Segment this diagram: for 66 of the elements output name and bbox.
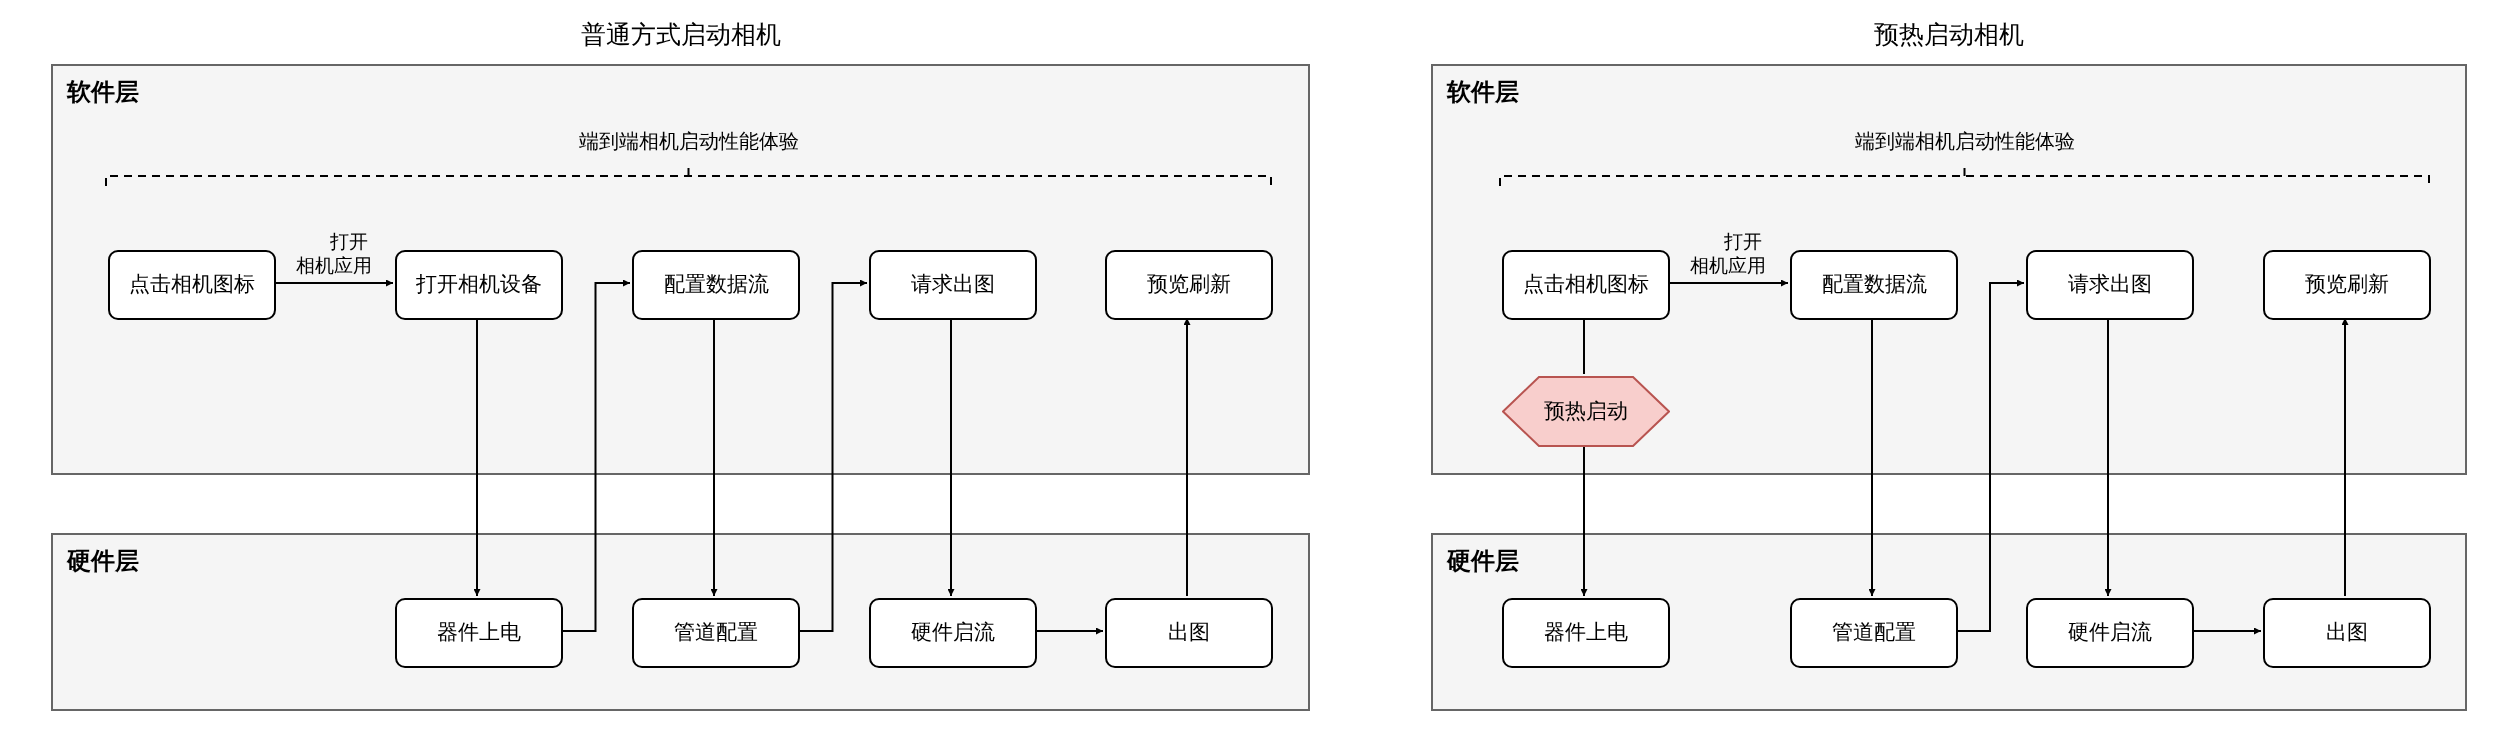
node-text: 预览刷新 (2305, 271, 2389, 299)
node-text: 出图 (1168, 619, 1210, 647)
process-box (2263, 598, 2431, 668)
arrow (473, 317, 481, 597)
node-text: 预览刷新 (1147, 271, 1231, 299)
panel-title: 普通方式启动相机 (581, 19, 781, 51)
process-box (395, 598, 563, 668)
process-box (632, 598, 800, 668)
panel-title: 预热启动相机 (1874, 19, 2024, 51)
hexagon-node (1502, 376, 1670, 447)
arrow (2104, 317, 2112, 597)
arrow (2341, 317, 2349, 597)
layer-heading: 软件层 (67, 77, 139, 108)
node-text: 预热启动 (1544, 397, 1628, 425)
node-text: 打开相机设备 (416, 271, 542, 299)
layer-heading: 软件层 (1447, 77, 1519, 108)
arrow (1667, 279, 1789, 287)
layer-panel (1431, 64, 2467, 475)
arrow (1183, 317, 1191, 597)
node-text: 配置数据流 (663, 271, 769, 299)
process-box (395, 250, 563, 320)
layer-panel (1431, 533, 2467, 711)
process-box (869, 250, 1037, 320)
node-text: 硬件启流 (911, 619, 995, 647)
node-text: 器件上电 (437, 619, 521, 647)
arrow (560, 279, 631, 632)
node-text: 硬件启流 (2068, 619, 2152, 647)
node-text: 请求出图 (2068, 271, 2152, 299)
layer-panel (51, 533, 1310, 711)
process-box (632, 250, 800, 320)
bracket-label: 端到端相机启动性能体验 (1855, 128, 2075, 155)
arrow (273, 279, 394, 287)
process-box (869, 598, 1037, 668)
node-text: 管道配置 (1832, 619, 1916, 647)
arrow (1868, 317, 1876, 597)
arrow (947, 317, 955, 597)
node-text: 点击相机图标 (129, 271, 255, 299)
process-box (2026, 250, 2194, 320)
node-text: 请求出图 (911, 271, 995, 299)
process-box (2263, 250, 2431, 320)
arrow (1955, 279, 2025, 632)
node-text: 出图 (2326, 619, 2368, 647)
connector-line (1583, 317, 1585, 375)
process-box (108, 250, 276, 320)
node-text: 配置数据流 (1821, 271, 1927, 299)
process-box (1502, 250, 1670, 320)
process-box (1790, 598, 1958, 668)
process-box (1105, 250, 1273, 320)
process-box (1790, 250, 1958, 320)
node-text: 点击相机图标 (1523, 271, 1649, 299)
process-box (2026, 598, 2194, 668)
layer-heading: 硬件层 (67, 546, 139, 577)
edge-label: 打开相机应用 (294, 229, 373, 277)
arrow (797, 279, 868, 632)
layer-panel (51, 64, 1310, 475)
arrow (1580, 444, 1588, 597)
edge-label: 打开相机应用 (1689, 229, 1767, 277)
layer-heading: 硬件层 (1447, 546, 1519, 577)
arrow (1034, 627, 1104, 635)
process-box (1105, 598, 1273, 668)
arrow (2191, 627, 2262, 635)
bracket-label: 端到端相机启动性能体验 (579, 128, 799, 155)
arrow (710, 317, 718, 597)
process-box (1502, 598, 1670, 668)
node-text: 管道配置 (674, 619, 758, 647)
node-text: 器件上电 (1544, 619, 1628, 647)
